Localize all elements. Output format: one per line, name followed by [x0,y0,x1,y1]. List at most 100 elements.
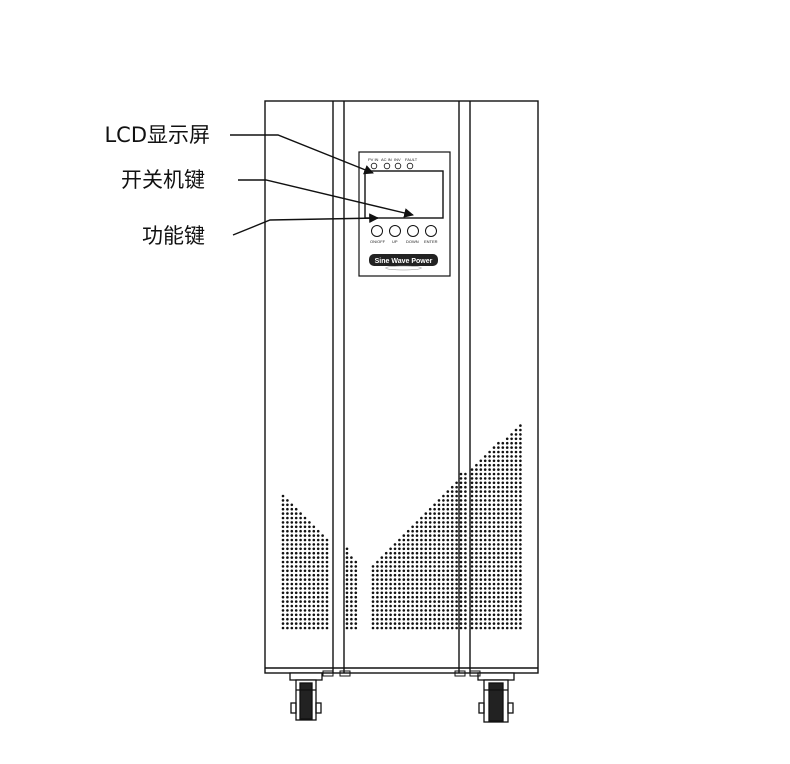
vent-hole-icon [505,582,509,586]
vent-hole-icon [433,551,436,555]
vent-hole-icon [371,622,375,625]
vent-hole-icon [299,516,302,520]
vent-hole-icon [380,622,384,625]
vent-hole-icon [459,534,463,537]
vent-hole-icon [411,591,414,595]
vent-hole-icon [281,503,285,507]
up-button[interactable] [389,225,401,237]
vent-hole-icon [492,472,496,476]
vent-hole-icon [497,560,500,564]
vent-hole-icon [303,622,307,625]
vent-hole-icon [312,622,316,625]
vent-hole-icon [497,622,500,625]
vent-hole-icon [312,534,316,537]
vent-hole-icon [505,626,509,630]
vent-hole-icon [420,613,423,617]
vent-hole-icon [475,529,478,533]
vent-hole-icon [510,516,513,520]
vent-hole-icon [406,600,410,603]
vent-hole-icon [442,543,445,546]
vent-hole-icon [354,591,358,595]
vent-hole-icon [312,573,316,577]
vent-hole-icon [483,538,487,542]
vent-hole-icon [294,569,298,573]
vent-hole-icon [420,617,423,621]
vent-hole-icon [514,595,518,599]
vent-hole-icon [497,556,500,559]
vent-hole-icon [398,560,401,564]
vent-hole-icon [459,600,463,603]
vent-hole-icon [479,578,483,581]
vent-hole-icon [420,543,423,546]
vent-hole-icon [514,609,518,612]
vent-hole-icon [393,560,397,564]
vent-hole-icon [424,591,428,595]
vent-hole-icon [308,609,311,612]
vent-hole-icon [464,472,467,476]
vent-hole-icon [514,560,518,564]
vent-hole-icon [501,609,505,612]
vent-hole-icon [420,521,423,524]
vent-hole-icon [376,622,379,625]
vent-hole-icon [483,512,487,515]
vent-hole-icon [294,516,298,520]
vent-hole-icon [505,459,509,463]
vent-hole-icon [475,499,478,502]
vent-hole-icon [475,604,478,608]
vent-hole-icon [281,525,285,529]
vent-hole-icon [398,538,401,542]
indicator-row: PV IN AC IN INV FAULT [368,157,418,170]
vent-hole-icon [321,538,324,542]
vent-hole-icon [510,507,513,511]
vent-hole-icon [492,538,496,542]
vent-hole-icon [303,551,307,555]
vent-hole-icon [350,600,353,603]
vent-hole-icon [488,600,491,603]
indicator-fault: FAULT [405,157,418,162]
vent-hole-icon [505,587,509,590]
vent-hole-icon [424,622,428,625]
down-button[interactable] [407,225,419,237]
vent-hole-icon [492,485,496,489]
vent-hole-icon [433,573,436,577]
vent-hole-icon [428,587,432,590]
vent-hole-icon [519,525,522,529]
vent-hole-icon [510,485,513,489]
vent-hole-icon [514,582,518,586]
vent-hole-icon [286,591,289,595]
vent-hole-icon [402,582,406,586]
vent-hole-icon [281,543,285,546]
vent-hole-icon [281,613,285,617]
enter-button[interactable] [425,225,437,237]
vent-hole-icon [345,569,349,573]
onoff-button[interactable] [371,225,383,237]
vent-hole-icon [479,569,483,573]
vent-hole-icon [510,529,513,533]
vent-hole-icon [415,538,419,542]
vent-hole-icon [428,626,432,630]
vent-hole-icon [450,529,454,533]
vent-hole-icon [501,565,505,568]
vent-hole-icon [316,600,320,603]
vent-hole-icon [470,507,474,511]
vent-hole-icon [510,595,513,599]
vent-hole-icon [514,547,518,551]
vent-hole-icon [505,494,509,498]
vent-hole-icon [442,604,445,608]
vent-hole-icon [497,516,500,520]
vent-hole-icon [497,481,500,485]
vent-hole-icon [459,485,463,489]
vent-hole-icon [450,609,454,612]
vent-hole-icon [415,626,419,630]
vent-hole-icon [281,587,285,590]
vent-hole-icon [345,565,349,568]
vent-hole-icon [488,512,491,515]
vent-hole-icon [497,468,500,471]
vent-hole-icon [424,600,428,603]
vent-hole-icon [455,529,458,533]
vent-hole-icon [286,560,289,564]
vent-hole-icon [290,622,294,625]
vent-hole-icon [483,547,487,551]
vent-hole-icon [446,565,450,568]
vent-hole-icon [479,609,483,612]
